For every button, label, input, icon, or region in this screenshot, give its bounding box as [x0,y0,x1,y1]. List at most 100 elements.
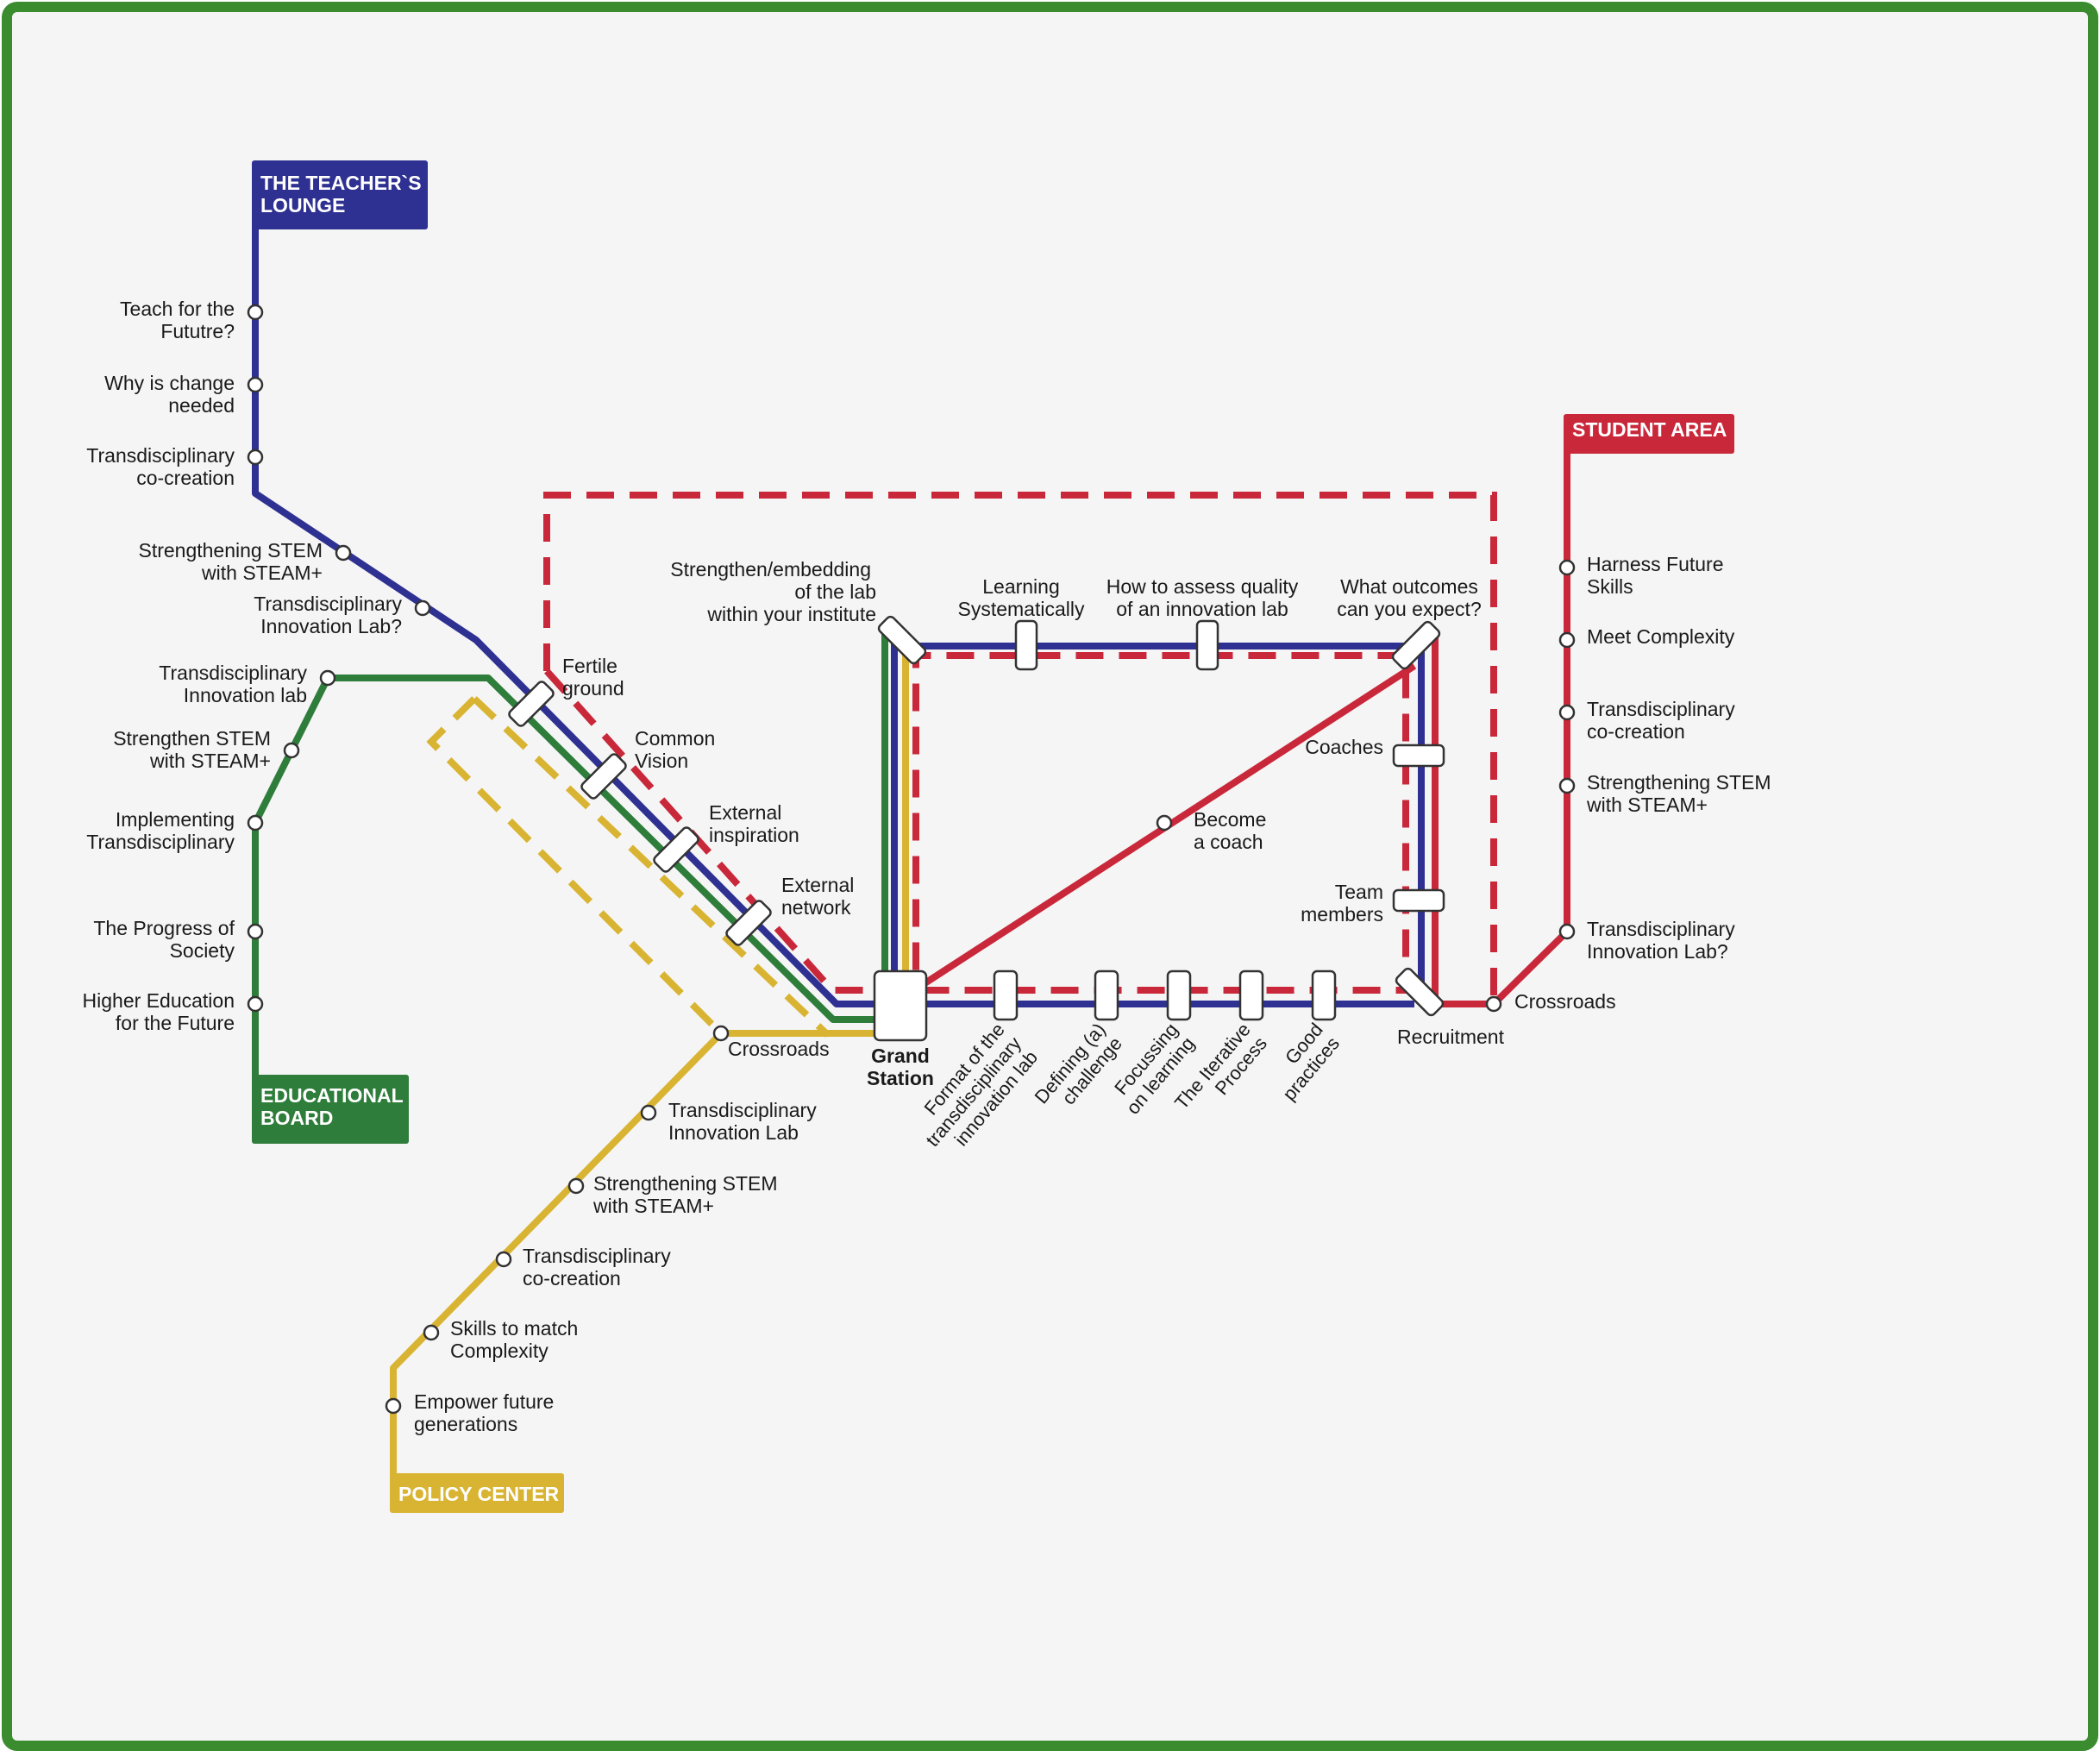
grand-station[interactable]: Grand Station [867,969,934,1089]
teachers-lounge-title-line2: LOUNGE [260,194,345,216]
station-team-members[interactable]: Team members [1301,881,1445,926]
station-label: Systematically [958,598,1085,620]
student-station-4[interactable]: Strengthening STEM with STEAM+ [1558,771,1771,816]
board-station-2[interactable]: Strengthen STEM with STEAM+ [113,727,300,772]
station-label: Vision [635,750,688,772]
station-learning-systematically[interactable]: Learning Systematically [958,575,1085,671]
station-label: Transdisciplinary [86,444,235,467]
station-label: Transdisciplinary [1587,918,1735,940]
station-label: Become [1194,808,1266,831]
teachers-station-3[interactable]: Transdisciplinary co-creation [86,444,264,489]
station-label: Innovation lab [184,684,307,706]
station-label: Transdisciplinary [668,1099,817,1121]
station-label: network [781,896,851,919]
station-label: Recruitment [1397,1026,1505,1048]
station-label: Transdisciplinary [159,662,307,684]
policy-station-4[interactable]: Transdisciplinary co-creation [495,1245,671,1290]
station-label: Society [170,939,235,962]
station-label: co-creation [523,1267,621,1290]
station-label: The Progress of [93,917,235,939]
station-label: with STEAM+ [201,562,323,584]
student-station-3[interactable]: Transdisciplinary co-creation [1558,698,1735,743]
station-label: Strengthen STEM [113,727,271,750]
policy-center-title[interactable]: POLICY CENTER [390,1473,564,1513]
station-become-a-coach[interactable]: Become a coach [1156,808,1266,853]
policy-station-2[interactable]: Transdisciplinary Innovation Lab [640,1099,817,1144]
teachers-station-2[interactable]: Why is change needed [104,372,264,417]
station-label: Complexity [450,1340,549,1362]
grand-station-label: Grand [871,1045,930,1067]
educational-board-title[interactable]: EDUCATIONAL BOARD [252,1075,409,1144]
student-area-title-text: STUDENT AREA [1572,418,1727,441]
station-label: Coaches [1305,736,1383,758]
station-label: Transdisciplinary [86,831,235,853]
teachers-station-1[interactable]: Teach for the Fututre? [120,298,264,342]
station-coaches[interactable]: Coaches [1305,736,1445,768]
board-station-3[interactable]: Implementing Transdisciplinary [86,808,264,853]
interchange-recruitment[interactable]: Recruitment [1395,967,1505,1048]
station-label: External [781,874,854,896]
station-label: Transdisciplinary [523,1245,671,1267]
station-label: within your institute [706,603,876,625]
station-label: Innovation Lab? [260,615,402,637]
station-label: What outcomes [1340,575,1478,598]
station-label: Meet Complexity [1587,625,1735,648]
station-assess-quality[interactable]: How to assess quality of an innovation l… [1106,575,1299,671]
educational-board-title-line1: EDUCATIONAL [260,1084,404,1107]
station-label: with STEAM+ [592,1195,714,1217]
interchange-fertile-ground[interactable]: Fertile ground [507,655,624,728]
student-dashed-route [543,492,1497,1004]
policy-crossroads-station[interactable]: Crossroads [712,1025,830,1060]
station-label: Strengthen/embedding [670,558,871,580]
interchange-strengthen-embedding[interactable]: Strengthen/embedding of the lab within y… [670,558,927,665]
board-station-5[interactable]: Higher Education for the Future [83,989,264,1034]
station-label: with STEAM+ [1586,794,1708,816]
station-label: Teach for the [120,298,235,320]
station-label: Fertile [562,655,617,677]
station-label: External [709,801,781,824]
station-label: Innovation Lab [668,1121,799,1144]
policy-station-5[interactable]: Skills to match Complexity [423,1317,578,1362]
station-label: for the Future [116,1012,235,1034]
station-label: Skills [1587,575,1633,598]
station-label: Fututre? [160,320,235,342]
station-label: Strengthening STEM [593,1172,778,1195]
station-label: Harness Future [1587,553,1724,575]
station-label: Higher Education [83,989,235,1012]
student-crossroads-station[interactable]: Crossroads [1485,990,1616,1013]
station-label: Strengthening STEM [1587,771,1771,794]
student-station-2[interactable]: Meet Complexity [1558,625,1735,649]
station-label: Skills to match [450,1317,578,1340]
teachers-lounge-title-line1: THE TEACHER`S [260,172,422,194]
station-label: Empower future [414,1390,554,1413]
station-label: Transdisciplinary [1587,698,1735,720]
board-station-4[interactable]: The Progress of Society [93,917,264,962]
grand-station-label: Station [867,1067,934,1089]
student-station-1[interactable]: Harness Future Skills [1558,553,1724,598]
station-label: ground [562,677,624,700]
student-area-title[interactable]: STUDENT AREA [1564,414,1734,454]
station-label: co-creation [136,467,235,489]
station-label: Transdisciplinary [254,593,402,615]
student-station-5[interactable]: Transdisciplinary Innovation Lab? [1558,918,1735,963]
educational-board-title-line2: BOARD [260,1107,333,1129]
station-label: co-creation [1587,720,1685,743]
teachers-lounge-title[interactable]: THE TEACHER`S LOUNGE [252,160,428,229]
policy-station-3[interactable]: Strengthening STEM with STEAM+ [567,1172,778,1217]
board-station-1[interactable]: Transdisciplinary Innovation lab [159,662,336,706]
policy-station-6[interactable]: Empower future generations [385,1390,554,1435]
station-label: Common [635,727,715,750]
station-label: with STEAM+ [149,750,271,772]
interchange-external-network[interactable]: External network [724,874,854,947]
station-label: Strengthening STEM [138,539,323,562]
interchange-external-inspiration[interactable]: External inspiration [652,801,799,874]
station-label: Crossroads [728,1038,830,1060]
station-label: needed [168,394,235,417]
interchange-common-vision[interactable]: Common Vision [580,727,715,800]
interchange-outcomes[interactable]: What outcomes can you expect? [1337,575,1482,670]
teachers-station-5[interactable]: Transdisciplinary Innovation Lab? [254,593,431,637]
teachers-station-4[interactable]: Strengthening STEM with STEAM+ [138,539,352,584]
